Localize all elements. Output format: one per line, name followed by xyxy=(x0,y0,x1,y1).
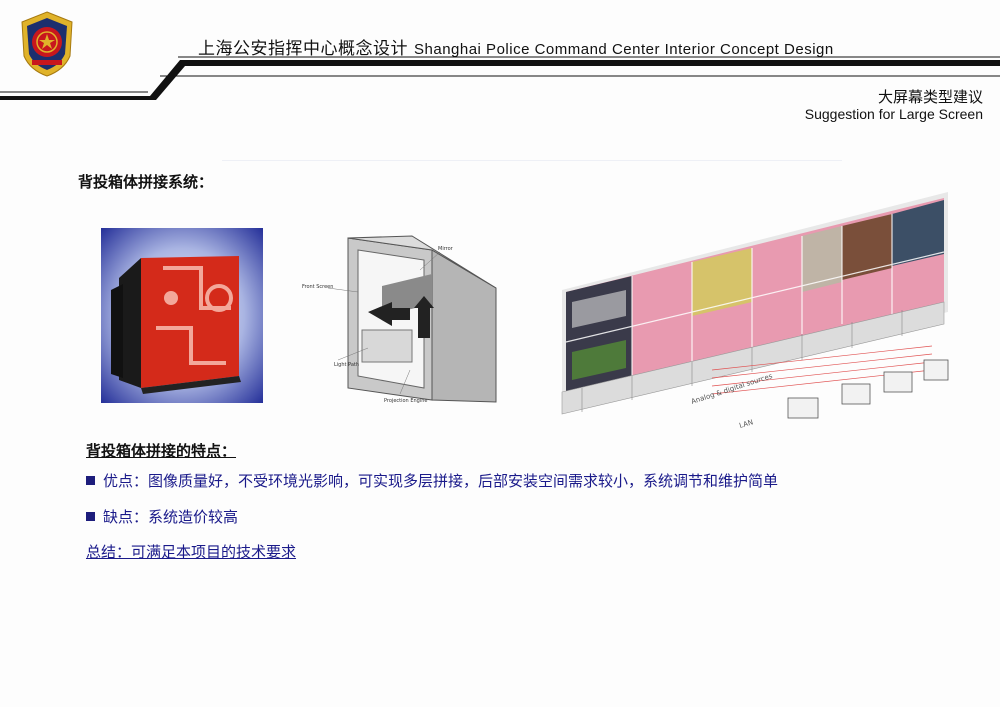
label-lan: LAN xyxy=(738,418,754,430)
disadvantages-text: 缺点：系统造价较高 xyxy=(103,508,239,526)
summary-text: 总结：可满足本项目的技术要求 xyxy=(86,543,297,561)
rear-projection-heading: 背投箱体拼接系统： xyxy=(78,173,214,191)
divider xyxy=(222,160,842,161)
police-emblem-icon xyxy=(21,11,73,77)
label-front-screen: Front Screen xyxy=(302,284,333,290)
title-en: Shanghai Police Command Center Interior … xyxy=(414,41,834,58)
video-wall-illustration: Analog & digital sources LAN xyxy=(561,192,949,430)
bullet-square-icon xyxy=(86,512,95,521)
list-item: 缺点：系统造价较高 xyxy=(86,506,238,527)
header-divider xyxy=(0,56,1000,100)
projection-engine-diagram: Mirror Front Screen Light Path Projectio… xyxy=(302,235,497,404)
page-title: 上海公安指挥中心概念设计 Shanghai Police Command Cent… xyxy=(198,34,834,59)
list-item: 优点：图像质量好，不受环境光影响，可实现多层拼接，后部安装空间需求较小，系统调节… xyxy=(86,470,778,491)
label-light-path: Light Path xyxy=(334,362,359,368)
projection-cube-photo xyxy=(101,228,263,403)
bullet-square-icon xyxy=(86,476,95,485)
features-heading: 背投箱体拼接的特点： xyxy=(86,442,237,460)
title-cn: 上海公安指挥中心概念设计 xyxy=(198,39,408,59)
advantages-text: 优点：图像质量好，不受环境光影响，可实现多层拼接，后部安装空间需求较小，系统调节… xyxy=(103,472,779,490)
label-projection-engine: Projection Engine xyxy=(384,398,427,404)
section-title-en: Suggestion for Large Screen xyxy=(804,106,983,122)
label-mirror: Mirror xyxy=(438,246,454,252)
section-title-cn: 大屏幕类型建议 xyxy=(877,88,983,106)
